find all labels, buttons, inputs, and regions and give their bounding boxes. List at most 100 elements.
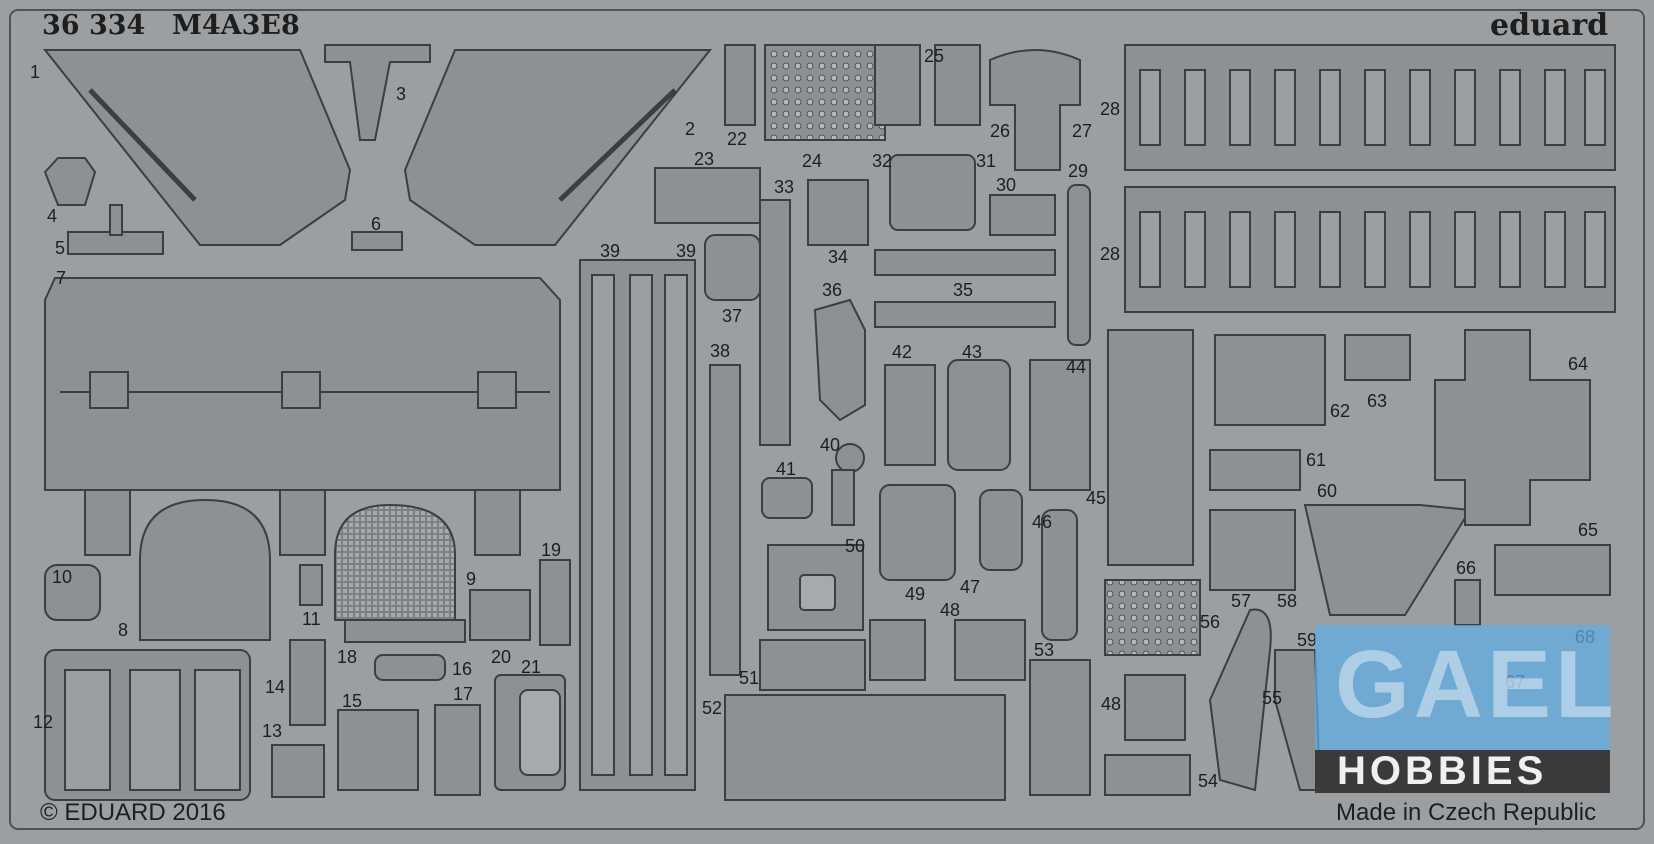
part-40 — [835, 443, 865, 473]
part-36 — [813, 298, 866, 422]
product-code: 36 334 — [42, 10, 146, 41]
part-label: 6 — [371, 214, 381, 234]
part-label: 5 — [55, 238, 65, 258]
part-label: 64 — [1568, 354, 1588, 374]
part-31-32 — [889, 154, 976, 231]
part-label: 46 — [1032, 512, 1052, 532]
part-label: 58 — [1277, 591, 1297, 611]
model-name: M4A3E8 — [172, 10, 300, 41]
part-35b — [874, 301, 1056, 328]
part-label: 48 — [940, 600, 960, 620]
part-label: 3 — [396, 84, 406, 104]
part-label: 16 — [452, 659, 472, 679]
part-24 — [764, 44, 886, 141]
part-label: 43 — [962, 342, 982, 362]
part-23 — [654, 167, 761, 224]
part-57-58 — [1209, 509, 1296, 591]
part-1-groove — [88, 88, 197, 202]
part-42 — [884, 364, 936, 466]
part-59 — [1274, 649, 1322, 791]
part-label: 13 — [262, 721, 282, 741]
part-60 — [1303, 504, 1472, 616]
part-48 — [869, 619, 926, 681]
part-label: 42 — [892, 342, 912, 362]
part-label: 52 — [702, 698, 722, 718]
part-label: 45 — [1086, 488, 1106, 508]
part-52 — [724, 694, 1006, 801]
part-54 — [1104, 754, 1191, 796]
part-17 — [434, 704, 481, 796]
part-label: 22 — [727, 129, 747, 149]
part-label: 33 — [774, 177, 794, 197]
part-label: 44 — [1066, 357, 1086, 377]
part-label: 37 — [722, 306, 742, 326]
part-33 — [759, 199, 791, 446]
hinge-right — [477, 371, 517, 409]
part-56 — [1104, 579, 1201, 656]
part-8 — [139, 498, 271, 641]
part-16 — [374, 654, 446, 681]
part-label: 9 — [466, 569, 476, 589]
part-label: 63 — [1367, 391, 1387, 411]
parts — [42, 44, 1616, 801]
part-label: 36 — [822, 280, 842, 300]
part-label: 34 — [828, 247, 848, 267]
part-47 — [979, 489, 1023, 571]
part-label: 30 — [996, 175, 1016, 195]
part-30 — [989, 194, 1056, 236]
part-2 — [403, 49, 713, 246]
part-label: 53 — [1034, 640, 1054, 660]
part-14 — [289, 639, 326, 726]
part-41 — [761, 477, 813, 519]
part-62 — [1214, 334, 1326, 426]
part-64 — [1434, 329, 1591, 526]
part-22 — [724, 44, 756, 126]
part-3 — [324, 44, 431, 141]
part-18 — [344, 619, 466, 643]
part-label: 40 — [820, 435, 840, 455]
part-26-27 — [989, 49, 1081, 171]
part-label: 32 — [872, 151, 892, 171]
part-45 — [1107, 329, 1194, 566]
part-46 — [1041, 509, 1078, 641]
part-label: 17 — [453, 684, 473, 704]
part-label: 2 — [685, 119, 695, 139]
part-label: 11 — [302, 609, 321, 629]
part-label: 39 — [676, 241, 696, 261]
part-label: 61 — [1306, 450, 1326, 470]
part-label: 18 — [337, 647, 357, 667]
part-5-stem — [109, 204, 123, 236]
part-1 — [42, 49, 352, 246]
part-2-groove — [558, 88, 677, 202]
part-label: 31 — [976, 151, 996, 171]
part-48c — [1124, 674, 1186, 741]
watermark-gael: GAEL — [1335, 631, 1618, 738]
hinge-center — [281, 371, 321, 409]
part-34 — [807, 179, 869, 246]
part-label: 39 — [600, 241, 620, 261]
part-19 — [539, 559, 571, 646]
part-label: 65 — [1578, 520, 1598, 540]
part-label: 29 — [1068, 161, 1088, 181]
part-13 — [271, 744, 325, 798]
part-label: 25 — [924, 46, 944, 66]
part-20 — [469, 589, 531, 641]
watermark-bottom-panel: HOBBIES — [1315, 750, 1610, 793]
part-label: 26 — [990, 121, 1010, 141]
part-25b — [934, 44, 981, 126]
watermark: GAEL HOBBIES — [1315, 625, 1614, 793]
part-6 — [351, 231, 403, 251]
part-51 — [759, 639, 866, 691]
part-label: 28 — [1100, 99, 1120, 119]
part-9 — [334, 503, 456, 621]
part-label: 14 — [265, 677, 285, 697]
part-43 — [947, 359, 1011, 471]
part-15 — [337, 709, 419, 791]
part-37 — [704, 234, 761, 301]
part-63 — [1344, 334, 1411, 381]
part-number-labels: 1 2 3 4 5 6 7 8 9 10 11 12 13 14 15 16 1… — [30, 46, 1598, 791]
part-label: 28 — [1100, 244, 1120, 264]
part-48b — [954, 619, 1026, 681]
part-label: 23 — [694, 149, 714, 169]
part-label: 15 — [342, 691, 362, 711]
